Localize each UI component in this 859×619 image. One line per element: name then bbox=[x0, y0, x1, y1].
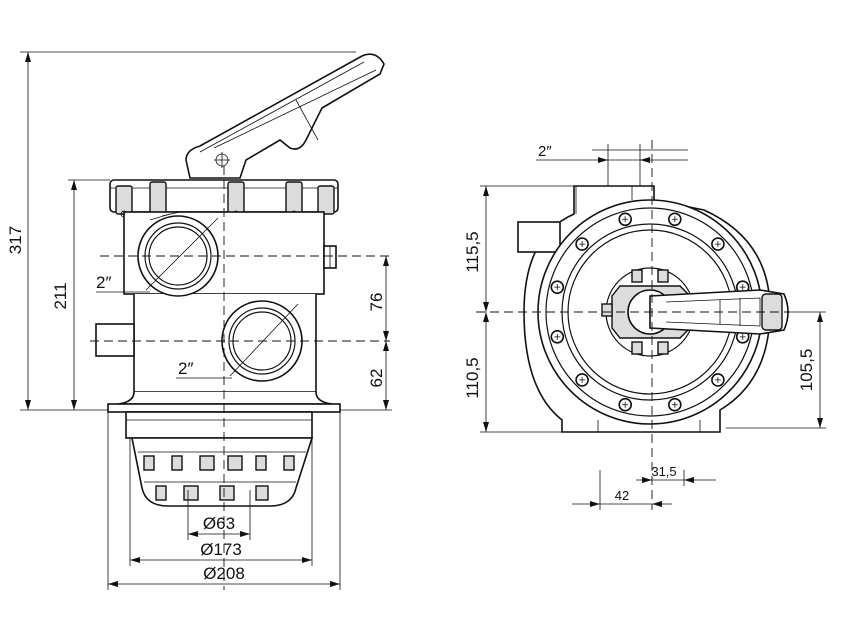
callout-upper-port: 2″ bbox=[96, 217, 219, 293]
valve-body bbox=[95, 211, 341, 413]
valve-lever bbox=[185, 53, 385, 179]
dimension-diameters: Ø63 Ø173 Ø208 bbox=[107, 412, 341, 590]
bolt-cross bbox=[671, 401, 678, 408]
label-body-height: 211 bbox=[51, 282, 70, 309]
dimension-body-height: 211 bbox=[51, 179, 110, 410]
label-upper-height: 115,5 bbox=[463, 231, 482, 272]
bolt-cross bbox=[579, 376, 586, 383]
bolt-cross bbox=[739, 333, 746, 340]
bolt-cross bbox=[671, 216, 678, 223]
dimension-top-heights: 115,5 110,5 bbox=[463, 185, 574, 433]
label-dia-large: Ø208 bbox=[203, 564, 245, 583]
label-handle-height: 105,5 bbox=[797, 349, 816, 392]
label-offset-a: 31,5 bbox=[651, 464, 676, 479]
bolt-cross bbox=[739, 284, 746, 291]
dimension-top-port: 2″ bbox=[536, 143, 688, 186]
dimension-total-height: 317 bbox=[6, 51, 356, 411]
label-offset-b: 42 bbox=[615, 488, 629, 503]
label-upper-port-size: 2″ bbox=[96, 273, 111, 292]
label-upper-port-offset: 76 bbox=[367, 293, 386, 312]
label-lower-port-offset: 62 bbox=[367, 369, 386, 388]
label-dia-mid: Ø173 bbox=[200, 540, 242, 559]
label-total-height: 317 bbox=[6, 226, 25, 254]
label-top-port-size: 2″ bbox=[538, 143, 552, 160]
callout-lower-port: 2″ bbox=[176, 303, 299, 379]
label-lower-port-size: 2″ bbox=[178, 359, 193, 378]
bolt-cross bbox=[714, 241, 721, 248]
valve-lid bbox=[109, 179, 339, 218]
label-lower-height: 110,5 bbox=[463, 357, 482, 398]
dimension-handle-height: 105,5 bbox=[726, 311, 826, 429]
dimension-bottom-offsets: 31,5 42 bbox=[572, 464, 716, 510]
bolt-cross bbox=[714, 376, 721, 383]
bolt-cross bbox=[622, 401, 629, 408]
bolt-cross bbox=[554, 284, 561, 291]
bolt-cross bbox=[554, 333, 561, 340]
bolt-cross bbox=[579, 241, 586, 248]
side-view: 317 211 76 62 2″ 2″ bbox=[6, 51, 392, 590]
dimension-port-offsets: 76 62 bbox=[340, 256, 392, 411]
strainer-basket bbox=[125, 411, 314, 507]
bolt-cross bbox=[622, 216, 629, 223]
label-dia-small: Ø63 bbox=[203, 514, 235, 533]
flange-bolts bbox=[550, 212, 750, 412]
top-view: 2″ 115,5 110,5 105,5 31,5 bbox=[463, 140, 826, 510]
